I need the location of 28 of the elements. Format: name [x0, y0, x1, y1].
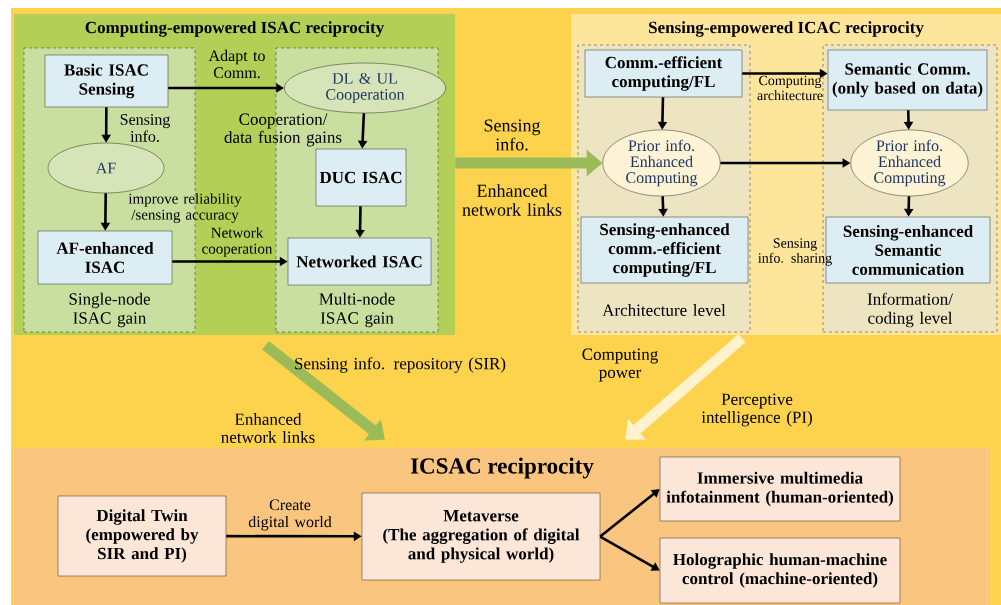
process-box: Basic ISAC Sensing [44, 54, 169, 108]
process-box: AF-enhanced ISAC [37, 230, 173, 285]
edge-label: Sensing info. [484, 119, 541, 151]
edge-label: Perceptive intelligence (PI) [701, 393, 812, 427]
edge-label: Create digital world [248, 499, 332, 531]
process-box: Networked ISAC [287, 237, 432, 286]
edge-label: improve reliability /sensing accuracy [128, 193, 242, 223]
edge-label: Sensing info. [120, 114, 171, 142]
process-box: Semantic Comm. (only based on data) [827, 49, 988, 111]
edge-label: Computing architecture [757, 75, 823, 101]
process-box: Immersive multimedia infotainment (human-oriented) [659, 456, 901, 522]
arrow [599, 489, 660, 538]
process-box: Sensing-enhanced comm.-efficient computing/FL [580, 216, 749, 284]
arrow [625, 334, 746, 440]
process-box: Holographic human-machine control (machine-oriented) [659, 537, 901, 604]
edge-label: Adapt to Comm. [208, 49, 265, 79]
text-label: Computing power [582, 348, 658, 382]
arrow [599, 535, 660, 571]
process-box: Digital Twin (empowered by SIR and PI) [57, 495, 227, 577]
edge-label: Sensing info. repository (SIR) [295, 357, 506, 373]
process-box: Comm.-efficient computing/FL [584, 49, 743, 98]
process-box: Metaverse (The aggregation of digital and physical world) [361, 492, 601, 581]
edge-label: Cooperation/ data fusion gains [224, 113, 342, 147]
process-box: DUC ISAC [315, 148, 407, 207]
text-label: Enhanced network links [462, 184, 562, 216]
edge-label: Network cooperation [202, 227, 273, 257]
arrow [262, 340, 385, 441]
text-label: Enhanced network links [221, 413, 315, 443]
